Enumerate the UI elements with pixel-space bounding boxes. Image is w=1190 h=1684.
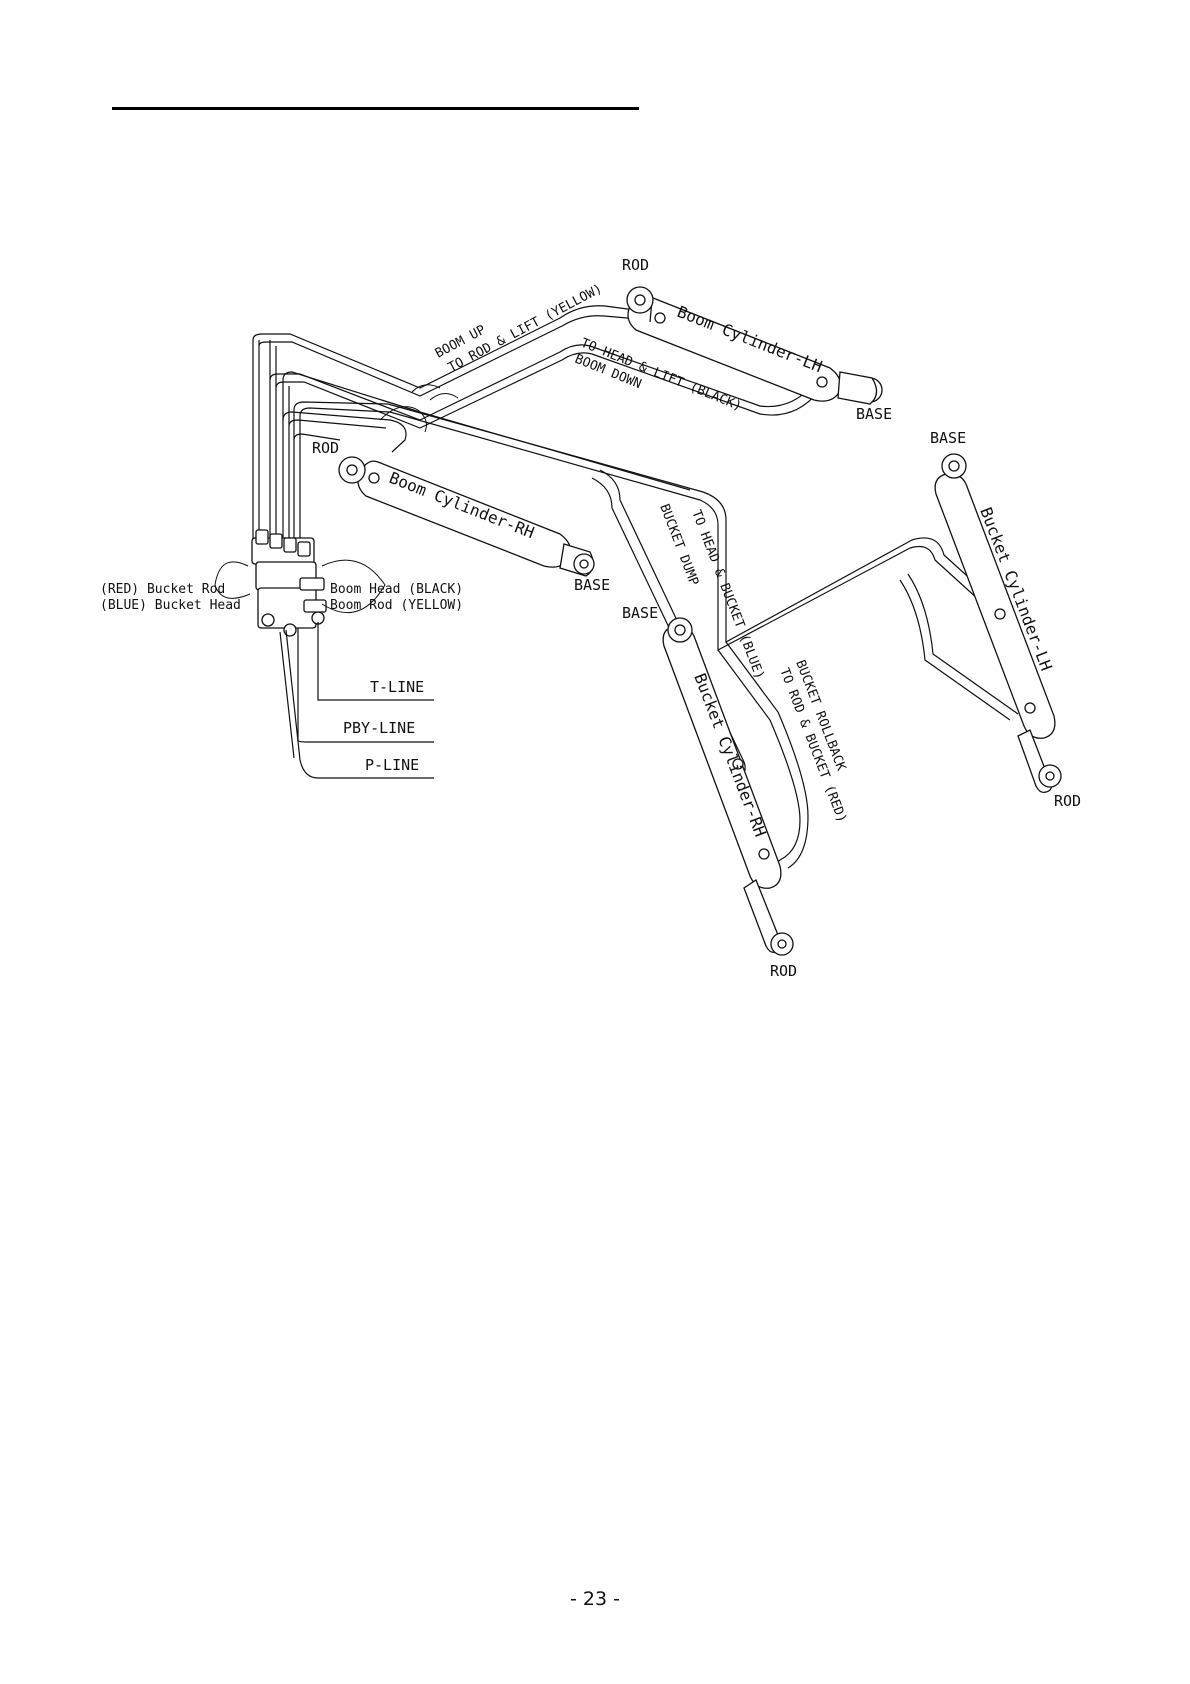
boom-lh-rod-label: ROD <box>622 256 649 274</box>
hose-bundle <box>252 305 1019 869</box>
bucket-rh-rod-label: ROD <box>770 962 797 980</box>
bucket-lh-base-label: BASE <box>930 429 966 447</box>
boom-cylinder-rh: Boom Cylinder-RH <box>338 456 595 577</box>
page-number: - 23 - <box>570 1588 620 1610</box>
boom-rh-rod-label: ROD <box>312 439 339 457</box>
boom-cylinder-lh: Boom Cylinder-LH <box>626 286 883 405</box>
boom-rod-port-label: Boom Rod (YELLOW) <box>330 598 463 613</box>
control-valve <box>251 529 327 637</box>
bucket-cylinder-lh: Bucket Cylinder-LH <box>934 453 1062 794</box>
p-line-label: P-LINE <box>365 756 419 774</box>
t-line-label: T-LINE <box>370 678 424 696</box>
bucket-rod-port-label: (RED) Bucket Rod <box>100 582 225 597</box>
bucket-lh-rod-label: ROD <box>1054 792 1081 810</box>
bucket-cylinder-rh: Bucket Cylinder-RH <box>662 617 794 956</box>
header-rule <box>112 107 639 110</box>
supply-lines <box>279 622 434 779</box>
bucket-head-port-label: (BLUE) Bucket Head <box>100 598 241 613</box>
port-callouts <box>214 559 386 613</box>
bucket-rh-base-label: BASE <box>622 604 658 622</box>
pby-line-label: PBY-LINE <box>343 719 415 737</box>
boom-lh-base-label: BASE <box>856 405 892 423</box>
boom-head-port-label: Boom Head (BLACK) <box>330 582 463 597</box>
boom-rh-base-label: BASE <box>574 576 610 594</box>
